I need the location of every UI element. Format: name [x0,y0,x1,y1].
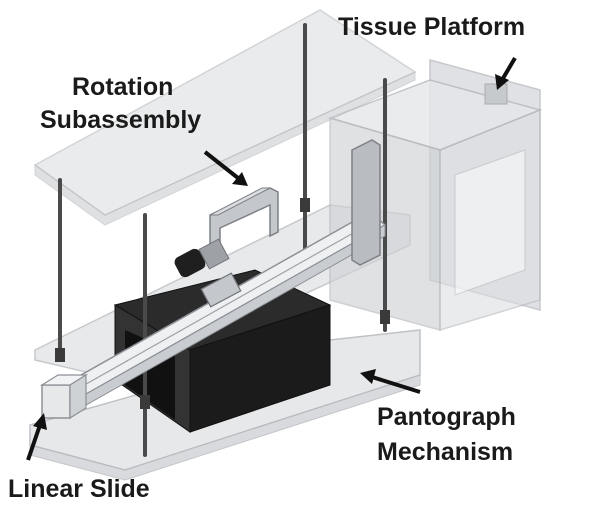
arrow-rotation [203,150,240,180]
tissue-platform-tab [484,83,508,105]
rotation-subassembly [174,187,279,308]
arrow-linear-slide-head [33,413,47,430]
support-rods [58,23,387,457]
rod-collars [55,198,390,409]
rotation-bracket-top [209,187,271,216]
arrow-tissue-platform [500,56,517,82]
arrow-pantograph-head [360,369,376,384]
callout-arrows [26,56,517,461]
tissue-platform-window [454,149,526,296]
rotation-motor [174,248,206,278]
rotation-carriage [200,272,242,308]
label-pantograph-line2: Mechanism [377,438,513,466]
label-pantograph-line1: Pantograph [377,403,516,431]
arrow-pantograph [371,375,421,394]
rail-end-bracket [351,139,381,266]
rotation-coupler [198,238,230,270]
label-linear-slide: Linear Slide [8,475,150,503]
arrow-tissue-platform-head [495,74,509,90]
rail-groove [64,218,379,397]
label-rotation-line2: Subassembly [40,106,201,134]
arrow-rotation-head [232,172,248,186]
linear-slide-motor-side [69,373,87,420]
rod-collar [380,310,390,324]
label-rotation-line1: Rotation [72,73,173,101]
linear-slide-motor-front [41,384,71,419]
rod-collar [140,395,150,409]
rod-collar [55,348,65,362]
arrow-linear-slide [26,424,42,461]
top-plate-edge [34,71,416,226]
rod-collar [300,198,310,212]
label-tissue-platform: Tissue Platform [338,13,525,41]
